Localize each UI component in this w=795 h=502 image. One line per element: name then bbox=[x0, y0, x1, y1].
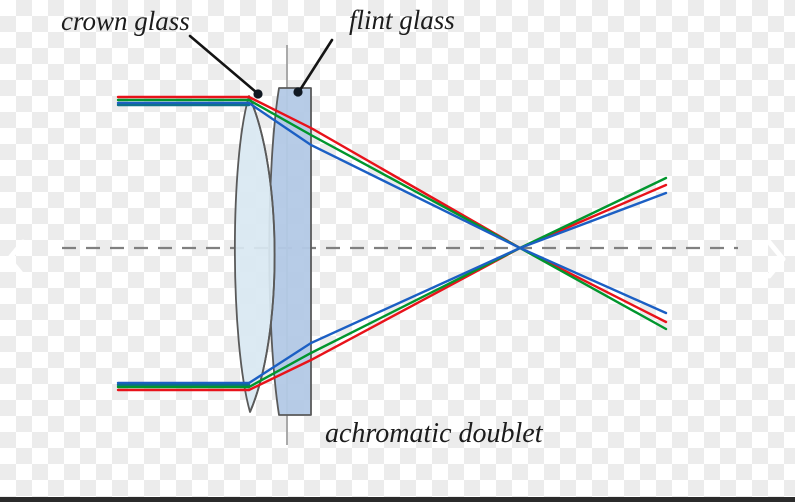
ray-lower-green bbox=[247, 176, 668, 389]
crown-glass-lens bbox=[233, 95, 276, 413]
flint-glass-label: flint glass bbox=[349, 5, 455, 35]
flint-glass-leader-dot bbox=[293, 87, 303, 97]
ray-bundle bbox=[116, 95, 668, 392]
figure-caption: achromatic doublet bbox=[325, 418, 543, 449]
ray-upper-green bbox=[247, 98, 668, 331]
bottom-edge-bar bbox=[0, 497, 795, 502]
cemented-interface bbox=[248, 95, 276, 413]
ray-lower-blue bbox=[247, 191, 668, 385]
ray-lower-red bbox=[247, 183, 668, 392]
crown-glass-label: crown glass bbox=[61, 6, 190, 36]
prev-arrow-chevron[interactable] bbox=[6, 239, 26, 279]
ray-upper-blue bbox=[247, 101, 668, 315]
label-leaders bbox=[188, 34, 334, 99]
ray-upper-red bbox=[247, 95, 668, 324]
flint-glass-leader-line bbox=[298, 38, 334, 92]
crown-glass-leader-dot bbox=[253, 89, 263, 99]
next-arrow-chevron[interactable] bbox=[766, 239, 786, 279]
crown-glass-leader-line bbox=[188, 34, 258, 94]
